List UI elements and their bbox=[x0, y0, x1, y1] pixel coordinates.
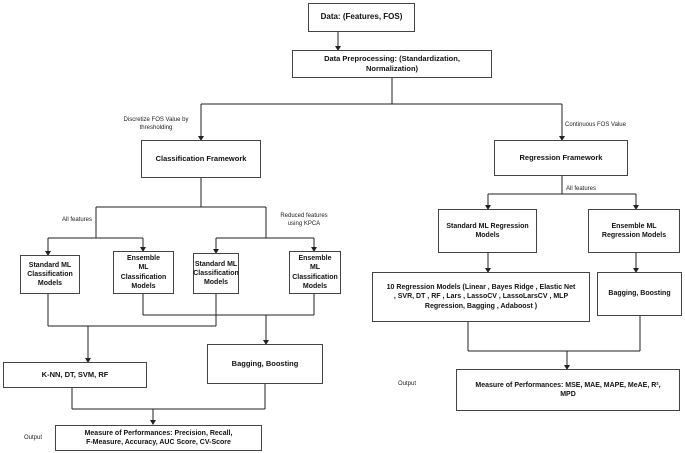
all-features-regression-label: All features bbox=[566, 186, 597, 192]
knn-dt-svm-rf-box: K-NN, DT, SVM, RF bbox=[3, 362, 147, 388]
standard-ml-classification-box-1: Standard ML Classification Models bbox=[20, 255, 80, 294]
output-regression-label: Output bbox=[398, 381, 417, 387]
continuous-label: Continuous FOS Value bbox=[565, 122, 626, 128]
regression-models-box: 10 Regression Models (Linear , Bayes Rid… bbox=[372, 272, 590, 322]
standard-ml-regression-box: Standard ML Regression Models bbox=[438, 209, 537, 253]
ensemble-ml-classification-box-2: Ensemble ML Classification Models bbox=[289, 251, 341, 294]
ensemble-ml-regression-box: Ensemble ML Regression Models bbox=[588, 209, 680, 253]
ensemble-ml-classification-box-1: Ensemble ML Classification Models bbox=[113, 251, 174, 294]
regression-framework-box: Regression Framework bbox=[494, 140, 628, 176]
all-features-classification-label: All features bbox=[62, 217, 93, 223]
performance-classification-box: Measure of Performances: Precision, Reca… bbox=[55, 425, 262, 451]
performance-regression-box: Measure of Performances: MSE, MAE, MAPE,… bbox=[456, 369, 680, 411]
standard-ml-classification-box-2: Standard ML Classification Models bbox=[193, 253, 239, 294]
bagging-boosting-regression-box: Bagging, Boosting bbox=[597, 272, 682, 316]
output-classification-label: Output bbox=[24, 435, 43, 441]
classification-framework-box: Classification Framework bbox=[141, 140, 261, 178]
data-box: Data: (Features, FOS) bbox=[308, 3, 415, 32]
discretize-label: Discretize FOS Value by thresholding bbox=[123, 117, 189, 132]
reduced-features-label: Reduced features using KPCA bbox=[280, 213, 328, 228]
preprocessing-box: Data Preprocessing: (Standardization, No… bbox=[292, 50, 492, 78]
bagging-boosting-classification-box: Bagging, Boosting bbox=[207, 344, 323, 384]
